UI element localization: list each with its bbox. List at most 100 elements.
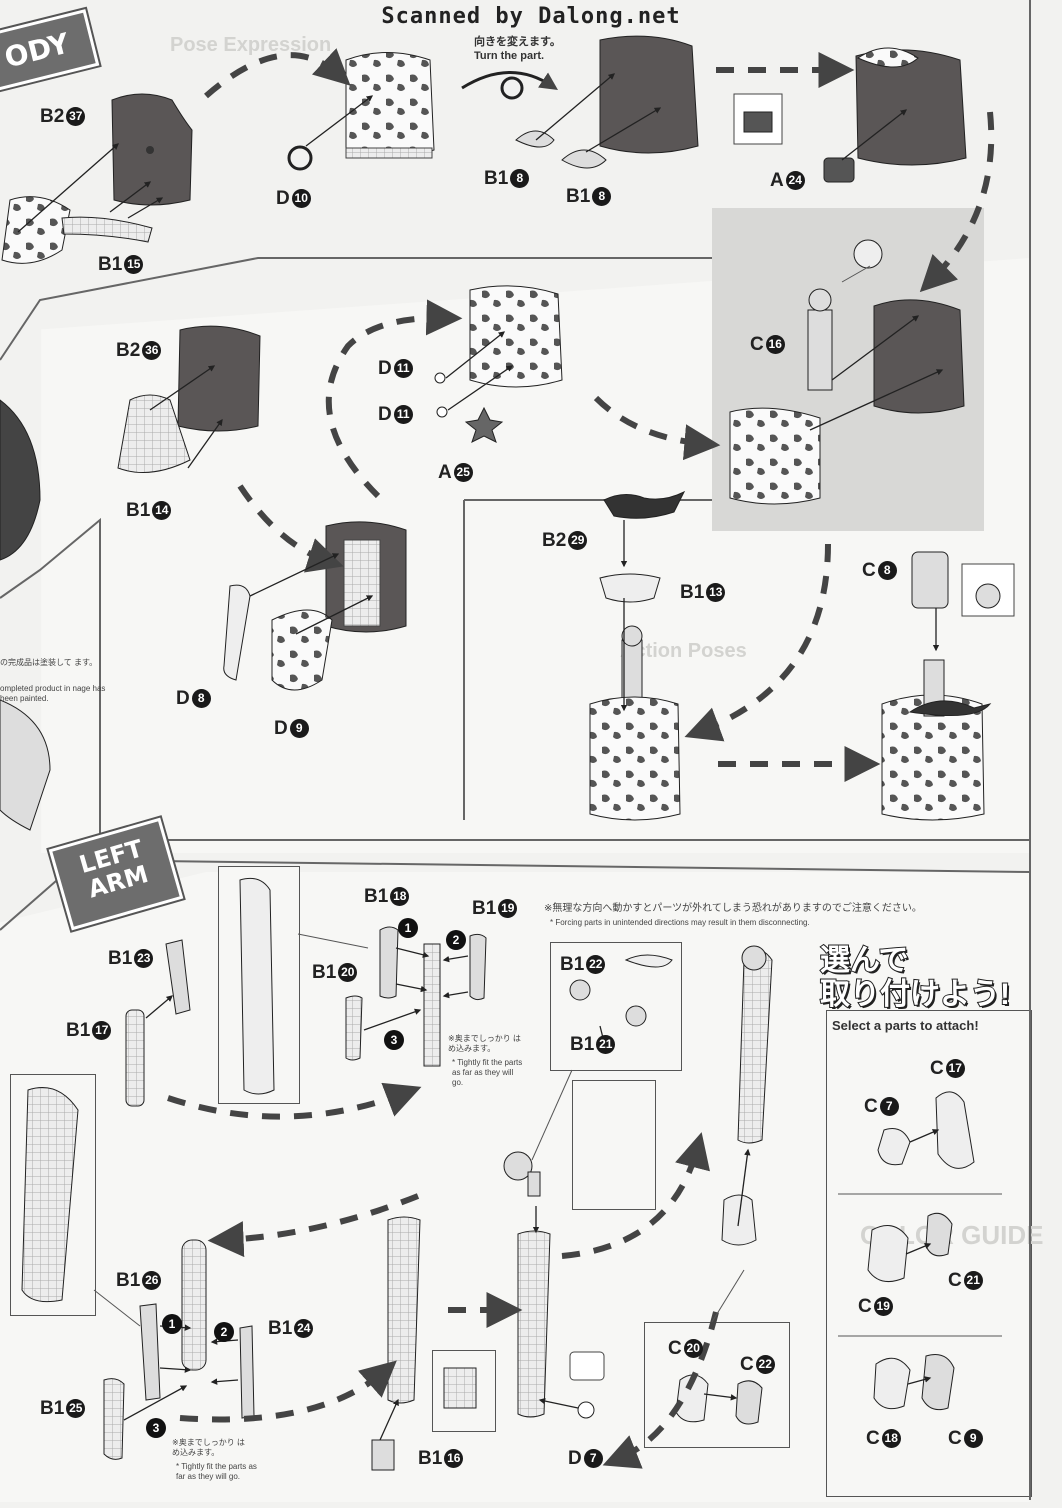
vest-dark-box: [873, 299, 965, 414]
cylinder-c8: [911, 551, 949, 609]
fit-note-jp-2: ※奥までしっかり はめ込みます。: [172, 1438, 245, 1457]
hand-c21: [925, 1212, 953, 1257]
ghost-text-1: Pose Expression: [170, 34, 332, 56]
side-note-jp: の完成品は塗装して ます。: [0, 658, 98, 667]
assembly-lines-arm: [123, 947, 940, 1441]
turn-note-jp: 向きを変えます。: [474, 36, 561, 48]
vest-with-shoulders: [855, 47, 967, 166]
step-badge-3a: 3: [384, 1030, 404, 1050]
warning-en: * Forcing parts in unintended directions…: [550, 918, 810, 927]
d7-detail-box: [569, 1351, 605, 1381]
arm-piece-b1-23: [165, 939, 191, 1015]
side-note-en: ompleted product in nage has been painte…: [0, 684, 106, 703]
sheriff-badge-a25: [464, 406, 504, 443]
flow-arrows-arm: [167, 1082, 719, 1469]
cow-vest-box: [729, 407, 821, 505]
forearm-shell-b1-24: [239, 1325, 255, 1419]
select-title-line1: 選んで: [819, 943, 909, 978]
fit-note-en-1: * Tightly fit the parts as far as they w…: [452, 1058, 523, 1087]
plaid-b1-14: [117, 394, 191, 473]
fist-c7: [877, 1128, 911, 1166]
assembly-lines-body: [17, 73, 944, 712]
warning-jp: ※無理な方向へ動かすとパーツが外れてしまう恐れがありますのでご注意ください。: [544, 903, 922, 914]
ghost-text-2: Action Poses: [620, 640, 747, 662]
arm-inset-illustration-1: [239, 877, 275, 1095]
cow-vest-d10-target: [345, 52, 435, 159]
edge-hat-shape: [0, 399, 41, 561]
hand-c19: [867, 1225, 909, 1283]
turn-note-en: Turn the part.: [474, 50, 545, 62]
select-subtitle: Select a parts to attach!: [832, 1018, 979, 1033]
arm-shell-b1-19: [469, 933, 487, 1001]
step-badge-2b: 2: [214, 1322, 234, 1342]
neck-post-c16: [807, 309, 833, 391]
vest-dark-turned: [599, 35, 699, 154]
flow-arrows-body: [204, 48, 995, 782]
cap-d7: [577, 1401, 595, 1419]
part-a24: [823, 157, 855, 183]
torso-assembly-left: [589, 696, 681, 821]
arm-piece-b1-17: [125, 1009, 145, 1107]
fit-note-en-2: * Tightly fit the parts as far as they w…: [176, 1462, 257, 1481]
step-badge-1a: 1: [398, 918, 418, 938]
hand-option-box: [644, 1322, 790, 1448]
step-badge-1b: 1: [162, 1314, 182, 1334]
collar-b1-13: [599, 573, 661, 603]
turn-arrow: [461, 71, 558, 90]
step-badge-3b: 3: [146, 1418, 166, 1438]
watermark: Scanned by Dalong.net: [381, 4, 681, 29]
ball-detail-c16: [853, 239, 883, 269]
ball-b1-22: [569, 979, 591, 1001]
full-arm: [737, 949, 773, 1144]
forearm-b1-26: [181, 1239, 207, 1371]
forearm-piece-b1-25: [103, 1378, 125, 1460]
shoulder-b1-8a: [515, 130, 555, 148]
arm-assembled-1: [387, 1216, 421, 1404]
bandana-b2-29: [603, 490, 686, 519]
fit-note-jp-1: ※奥までしっかり はめ込みます。: [448, 1034, 521, 1053]
arm-core-b1-20: [423, 943, 441, 1067]
torso-assembly-final: [881, 694, 985, 821]
vest-dark-b2-37: [111, 93, 193, 206]
hand-c9: [921, 1354, 955, 1411]
cow-vest-front: [469, 285, 563, 388]
arm-piece-b1-20: [345, 995, 363, 1061]
select-parts-box: [826, 1010, 1032, 1497]
arm-inset-illustration-2: [21, 1087, 79, 1303]
hand-c22: [735, 1380, 763, 1425]
callout-lines: [93, 265, 871, 1327]
ring-part-d10: [287, 145, 313, 171]
arm-shell-b1-18: [379, 926, 399, 999]
